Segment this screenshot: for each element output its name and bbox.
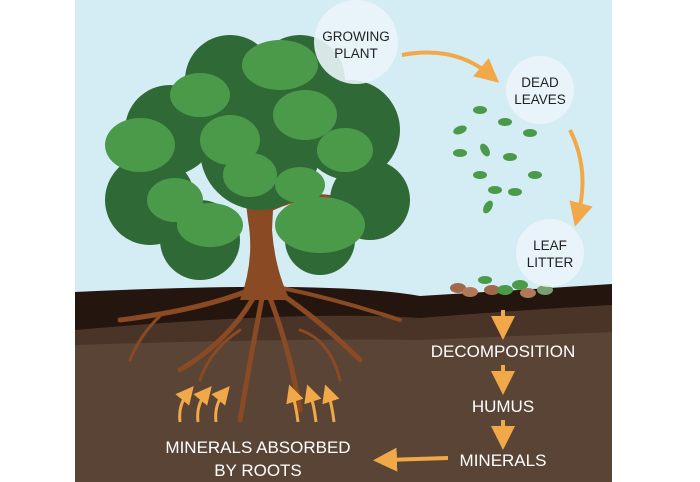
soil-layer [75, 332, 612, 482]
tree-canopy [105, 35, 410, 280]
label-humus: HUMUS [472, 397, 534, 416]
label-minerals-absorbed: MINERALS ABSORBED [165, 438, 350, 457]
leaf-litter-pile [450, 276, 553, 298]
roots [117, 286, 402, 423]
label-minerals: MINERALS [460, 451, 547, 470]
absorption-arrows [175, 384, 340, 423]
label-decomposition: DECOMPOSITION [431, 342, 576, 361]
bubble-text: LITTER [527, 255, 574, 270]
bubble-text: PLANT [334, 46, 378, 61]
falling-leaves [453, 106, 542, 214]
arrow-plant-to-leaves [401, 50, 500, 83]
bubble-leaf-litter: LEAF LITTER [516, 219, 584, 287]
bubble-growing-plant: GROWING PLANT [314, 0, 398, 84]
bubble-text: LEAF [533, 238, 567, 253]
arrow-leaves-to-litter [568, 129, 593, 227]
label-by-roots: BY ROOTS [214, 461, 302, 480]
cycle-arrows [373, 50, 593, 472]
arrow-minerals-to-roots [373, 447, 449, 472]
bubble-dead-leaves: DEAD LEAVES [506, 56, 574, 124]
bubble-text: DEAD [521, 75, 559, 90]
bubble-text: GROWING [322, 29, 390, 44]
bubble-text: LEAVES [514, 92, 566, 107]
